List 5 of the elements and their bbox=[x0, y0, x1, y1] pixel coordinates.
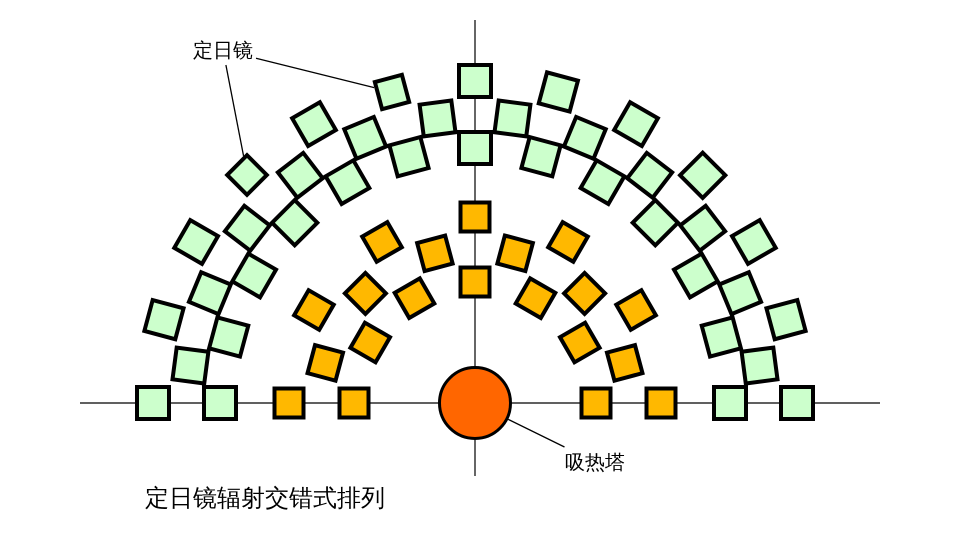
leader-line bbox=[508, 418, 565, 448]
caption: 定日镜辐射交错式排列 bbox=[145, 484, 385, 512]
tower-label: 吸热塔 bbox=[565, 450, 625, 474]
leader-line bbox=[225, 64, 245, 158]
heliostat-label: 定日镜 bbox=[193, 38, 253, 62]
